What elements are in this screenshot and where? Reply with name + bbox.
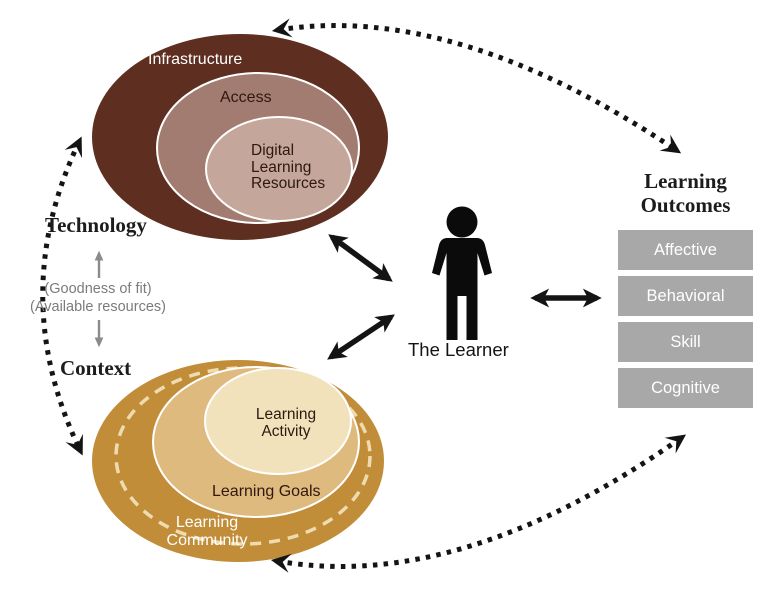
outcome-cognitive: Cognitive xyxy=(618,368,753,408)
dotted-feedback-arrows xyxy=(40,18,687,573)
person-icon xyxy=(432,206,492,340)
access-label: Access xyxy=(220,89,272,106)
learner-label: The Learner xyxy=(408,339,509,360)
outcome-affective: Affective xyxy=(618,230,753,270)
arrow-learner-technology xyxy=(328,234,393,282)
person-head xyxy=(446,206,478,238)
learning-outcomes-list: Affective Behavioral Skill Cognitive xyxy=(618,230,753,414)
person-body xyxy=(432,238,492,340)
learning-goals-label: Learning Goals xyxy=(212,483,321,500)
learner-relation-arrows xyxy=(327,234,602,360)
context-section-label: Context xyxy=(60,356,132,380)
fit-notes: (Goodness of fit) (Available resources) xyxy=(30,281,166,315)
learning-activity-label: Learning Activity xyxy=(255,406,317,440)
dotted-arrow-top xyxy=(271,18,682,154)
infrastructure-label: Infrastructure xyxy=(148,51,243,68)
technology-section-label: Technology xyxy=(45,213,147,237)
outcome-behavioral: Behavioral xyxy=(618,276,753,316)
dotted-arrow-bottom xyxy=(270,434,687,573)
dotted-arrow-left xyxy=(40,136,83,456)
outcome-skill: Skill xyxy=(618,322,753,362)
learning-community-label: Learning Community xyxy=(166,514,248,550)
digital-learning-resources-label: Digital Learning Resources xyxy=(251,142,326,193)
arrow-learner-context xyxy=(327,314,395,360)
learning-outcomes-title: Learning Outcomes xyxy=(640,169,731,217)
